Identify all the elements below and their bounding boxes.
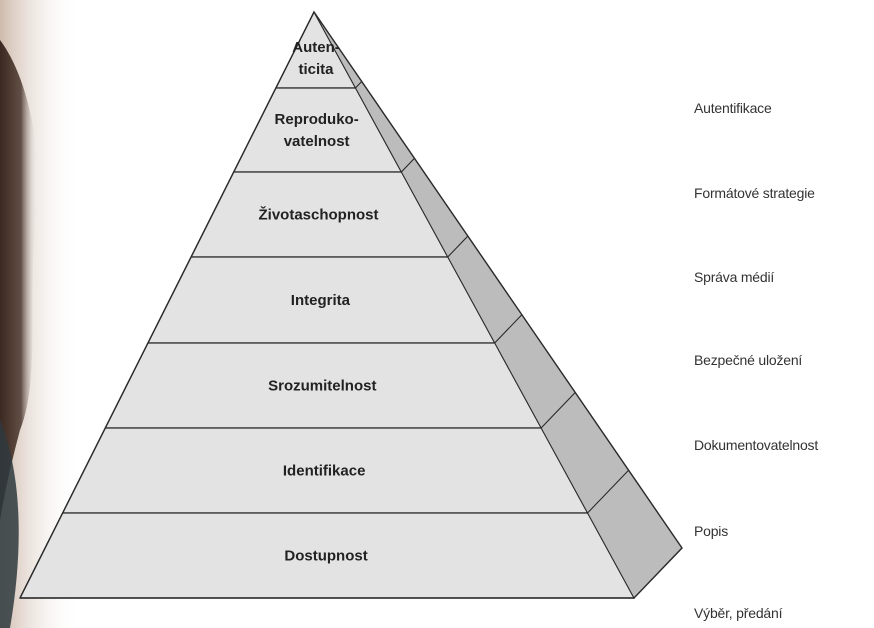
right-label: Správa médií [694, 269, 775, 285]
right-label: Autentifikace [694, 100, 772, 116]
right-label: Bezpečné uložení [694, 352, 803, 368]
right-label: Dokumentovatelnost [694, 437, 819, 453]
pyramid-layer-label: ticita [298, 61, 334, 78]
pyramid-layer-label: Životaschopnost [258, 206, 378, 224]
right-label: Výběr, předání [694, 605, 783, 621]
right-label: Popis [694, 523, 729, 539]
pyramid-layer-label: vatelnost [284, 133, 350, 150]
pyramid-layer-label: Integrita [291, 292, 351, 309]
pyramid-layer [232, 87, 403, 173]
pyramid-layer-label: Reproduko- [275, 111, 359, 128]
pyramid-layer-label: Identifikace [283, 463, 366, 480]
pyramid-outline [19, 10, 683, 599]
pyramid-layer-label: Srozumitelnost [268, 378, 376, 395]
hair-photo-decoration [0, 0, 80, 628]
right-label: Formátové strategie [694, 185, 815, 201]
pyramid-layer-label: Dostupnost [284, 548, 367, 565]
pyramid-layer-label: Auten- [292, 39, 340, 56]
